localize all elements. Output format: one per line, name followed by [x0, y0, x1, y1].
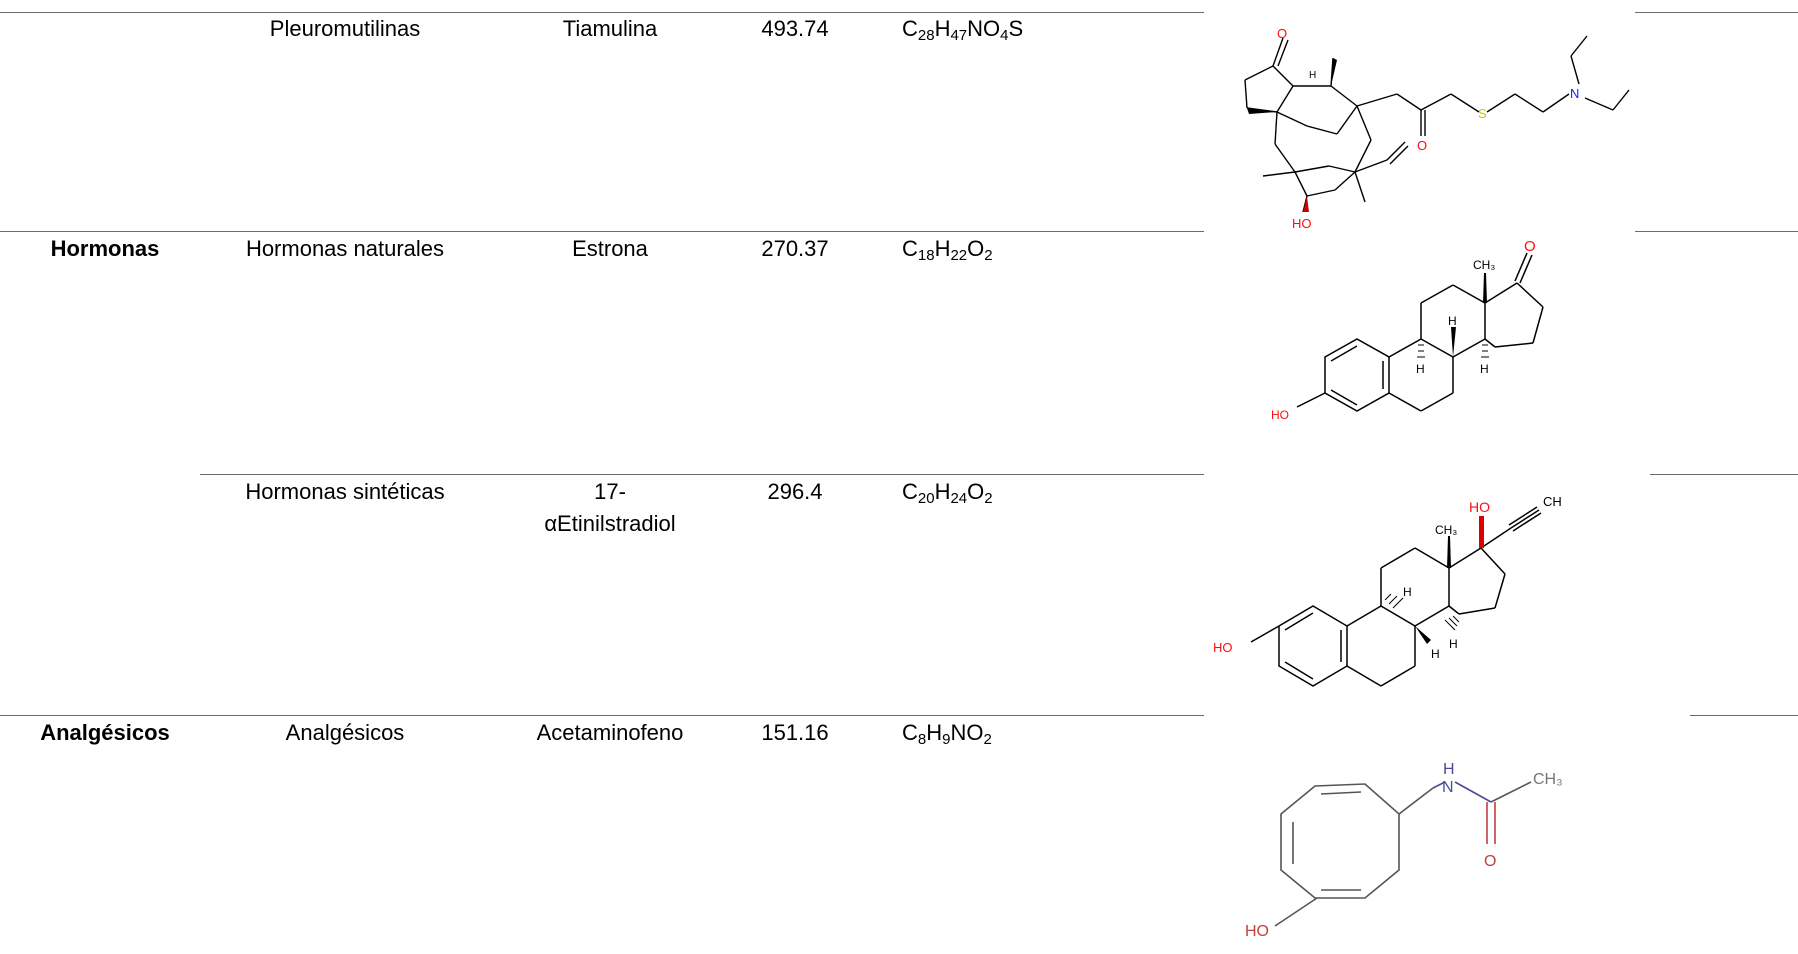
- etinilestradiol-label-ch: CH: [1543, 494, 1562, 509]
- table-rule-row3-right: [1650, 474, 1798, 475]
- tiamulina-label-s: S: [1478, 106, 1487, 121]
- tiamulina-label-o-carbonyl: O: [1417, 138, 1427, 153]
- etinilestradiol-label-h2: H: [1431, 647, 1440, 661]
- row1-formula: C28H47NO4S: [902, 16, 1024, 44]
- acetaminofeno-label-o: O: [1484, 853, 1496, 870]
- row2-group: Hormonas: [50, 236, 160, 261]
- table-rule-top-right: [1635, 12, 1798, 13]
- row3-subgroup: Hormonas sintéticas: [245, 479, 445, 504]
- row4-formula: C8H9NO2: [902, 720, 992, 748]
- table-rule-row4: [0, 715, 1204, 716]
- row4-group: Analgésicos: [40, 720, 170, 745]
- estrona-structure-image: CH₃ O H H H HO: [1271, 238, 1544, 422]
- row2-formula: C18H22O2: [902, 236, 993, 264]
- row4-compound: Acetaminofeno: [536, 720, 684, 745]
- acetaminofeno-structure-image: H N CH₃ O HO: [1245, 761, 1563, 940]
- row3-compound-line1: 17-: [594, 479, 626, 504]
- etinilestradiol-label-ho: HO: [1213, 640, 1233, 655]
- row1-compound: Tiamulina: [562, 16, 658, 41]
- row2-compound: Estrona: [572, 236, 648, 261]
- tiamulina-label-n: N: [1570, 86, 1579, 101]
- etinilestradiol-label-h1: H: [1403, 585, 1412, 599]
- estrona-label-h3: H: [1480, 362, 1489, 376]
- tiamulina-structure-image: O H O S N HO: [1244, 26, 1630, 231]
- row3-formula: C20H24O2: [902, 479, 993, 507]
- row3-compound-line2: αEtinilstradiol: [544, 511, 676, 536]
- table-rule-row2-right: [1635, 231, 1798, 232]
- row2-subgroup: Hormonas naturales: [245, 236, 445, 261]
- estrona-label-h1: H: [1448, 314, 1457, 328]
- etinilestradiol-label-ch3: CH₃: [1435, 523, 1457, 537]
- row2-molecular-weight: 270.37: [761, 236, 829, 261]
- acetaminofeno-label-ho: HO: [1245, 923, 1269, 940]
- row1-molecular-weight: 493.74: [761, 16, 829, 41]
- table-rule-top: [0, 12, 1204, 13]
- estrona-label-ho: HO: [1271, 408, 1289, 422]
- etinilestradiol-label-h3: H: [1449, 637, 1458, 651]
- table-rule-row4-right: [1690, 715, 1798, 716]
- estrona-label-ch3: CH₃: [1473, 258, 1495, 272]
- tiamulina-label-h: H: [1309, 70, 1316, 81]
- acetaminofeno-label-n: N: [1442, 779, 1454, 796]
- row3-molecular-weight: 296.4: [767, 479, 823, 504]
- estrona-label-h2: H: [1416, 362, 1425, 376]
- estrona-label-o: O: [1524, 238, 1536, 255]
- row4-subgroup: Analgésicos: [285, 720, 405, 745]
- etinilestradiol-structure-image: CH₃ HO CH H H H HO: [1213, 494, 1562, 687]
- etinilestradiol-label-ho-top: HO: [1469, 499, 1490, 515]
- tiamulina-label-o-top: O: [1277, 26, 1287, 41]
- table-rule-row3: [200, 474, 1204, 475]
- table-rule-row2: [0, 231, 1204, 232]
- row4-molecular-weight: 151.16: [761, 720, 829, 745]
- acetaminofeno-label-ch3: CH₃: [1533, 771, 1563, 788]
- tiamulina-label-ho: HO: [1292, 216, 1312, 231]
- row1-subgroup: Pleuromutilinas: [269, 16, 421, 41]
- acetaminofeno-label-h: H: [1443, 761, 1455, 778]
